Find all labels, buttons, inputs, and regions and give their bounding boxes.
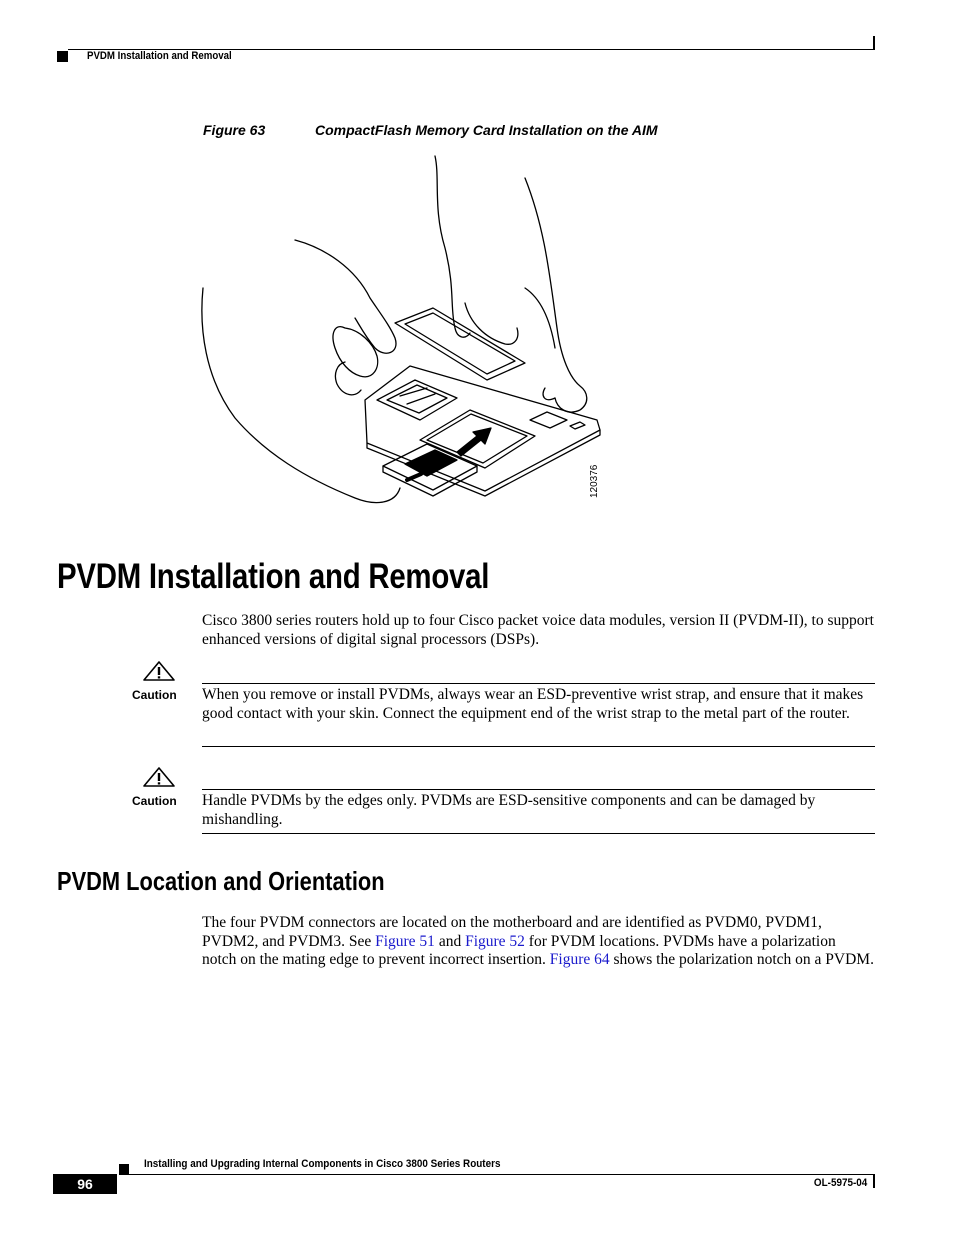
right-hand: [434, 155, 471, 338]
footer-marker: [119, 1164, 129, 1174]
caution-top-rule: [202, 683, 875, 684]
figure-title: CompactFlash Memory Card Installation on…: [315, 122, 658, 138]
insertion-arrow: [456, 427, 492, 457]
caution-top-rule: [202, 789, 875, 790]
board-chip: [376, 379, 458, 421]
figure-number: Figure 63: [203, 122, 266, 138]
caution-text: Handle PVDMs by the edges only. PVDMs ar…: [202, 792, 816, 828]
page-number: 96: [77, 1176, 93, 1192]
paragraph-text: and: [434, 932, 466, 950]
paragraph-text: for PVDM locations. PVDMs have a polariz…: [202, 932, 836, 969]
paragraph-text: shows the polarization notch on a PVDM.: [609, 951, 874, 969]
page-number-box: [53, 1174, 117, 1194]
figure-64-link[interactable]: Figure 64: [549, 951, 610, 969]
document-number: OL-5975-04: [813, 1177, 867, 1189]
caution-bottom-rule: [202, 833, 875, 834]
footer-rule: [119, 1174, 875, 1175]
section-intro: Cisco 3800 series routers hold up to fou…: [202, 612, 874, 648]
header-marker: [57, 51, 68, 62]
caution-label: Caution: [132, 794, 177, 808]
aim-board: [364, 365, 601, 492]
section-heading: PVDM Installation and Removal: [57, 557, 490, 596]
caution-text: When you remove or install PVDMs, always…: [202, 686, 864, 722]
figure-52-link[interactable]: Figure 52: [465, 932, 525, 950]
board-pad: [529, 411, 568, 429]
header-tick: [873, 36, 875, 50]
header-rule: [68, 49, 875, 50]
subsection-paragraph: The four PVDM connectors are located on …: [202, 914, 874, 970]
caution-label: Caution: [132, 688, 177, 702]
left-hand: [201, 287, 401, 504]
caution-warning-icon: [143, 661, 175, 681]
running-header: PVDM Installation and Removal: [87, 50, 232, 62]
compactflash-illustration: 120376: [201, 155, 601, 504]
footer-tick: [873, 1175, 875, 1188]
cf-slot: [419, 409, 536, 469]
caution-bottom-rule: [202, 746, 875, 747]
subsection-heading: PVDM Location and Orientation: [57, 866, 385, 896]
footer-book-title: Installing and Upgrading Internal Compon…: [144, 1158, 501, 1170]
board-connector: [394, 307, 526, 381]
paragraph-text: The four PVDM connectors are located on …: [202, 914, 822, 950]
figure-art-id: 120376: [589, 464, 600, 498]
caution-warning-icon: [143, 767, 175, 787]
figure-51-link[interactable]: Figure 51: [375, 932, 435, 950]
